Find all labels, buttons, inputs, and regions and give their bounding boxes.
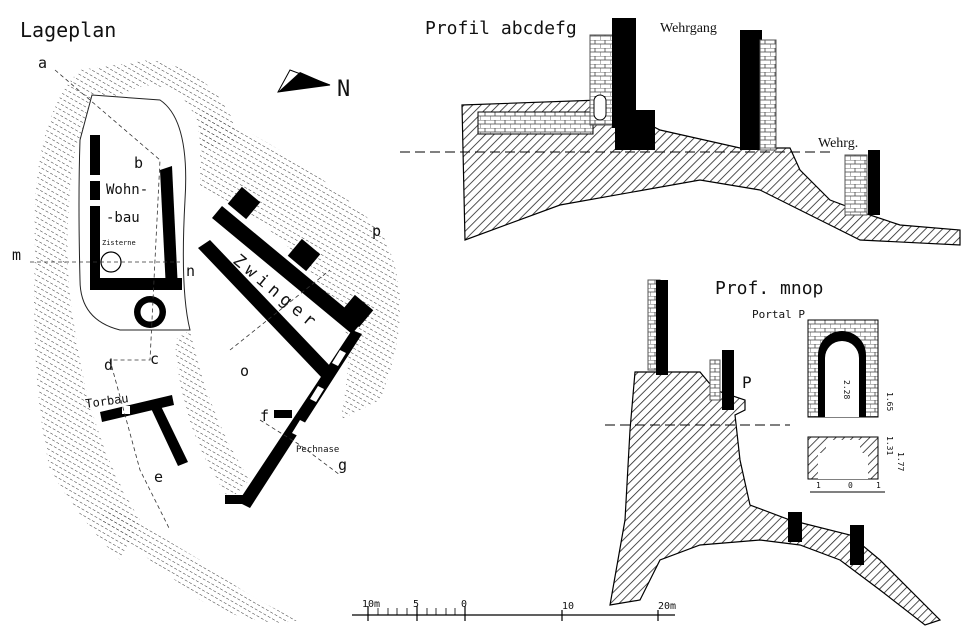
portal-height-dim: 2.28 — [842, 380, 851, 399]
point-g: g — [338, 456, 347, 474]
portal-plan-dim-2: 1.77 — [896, 452, 905, 471]
terrain-slope-south — [175, 330, 250, 500]
residential-building: Wohn- -bau Zisterne — [90, 135, 182, 290]
section-lines — [30, 69, 341, 531]
portal-plan-dim: 1.31 — [885, 436, 894, 455]
point-p: p — [372, 222, 381, 240]
section-point-labels: a b c d e f g m n o p — [12, 54, 381, 486]
zwinger: Zwinger — [198, 186, 374, 508]
portal-marker: P — [742, 373, 752, 392]
walkway-short-label: Wehrg. — [818, 136, 858, 151]
scale-bar — [352, 606, 675, 621]
profile-mnop: Prof. mnop P — [605, 278, 942, 626]
scale-label-10m: 10m — [362, 599, 380, 610]
point-c: c — [150, 350, 159, 368]
portal-scale-1: 1 — [816, 481, 821, 490]
walkway-label: Wehrgang — [660, 21, 717, 36]
point-d: d — [104, 356, 113, 374]
portal-side-dim: 1.65 — [885, 392, 894, 411]
site-plan-title: Lageplan — [20, 18, 116, 42]
north-arrow-icon: N — [277, 69, 350, 102]
profile-1-title: Profil abcdefg — [425, 18, 577, 39]
portal-scale-1b: 1 — [876, 481, 881, 490]
site-plan: Lageplan Wohn- -bau Zisterne — [12, 18, 400, 623]
scale-label-20m: 20m — [658, 601, 676, 612]
gatehouse: Torbau — [84, 391, 188, 466]
profile-2-title: Prof. mnop — [715, 278, 823, 299]
profile-abcdefg: Profil abcdefg Wehrgang Wehrg. — [400, 18, 961, 246]
point-b: b — [134, 154, 143, 172]
residential-label-2: -bau — [106, 210, 140, 226]
scale-label-5: 5 — [413, 599, 419, 610]
portal-title: Portal P — [752, 308, 805, 321]
north-label: N — [337, 77, 350, 102]
scale-label-10: 10 — [562, 601, 574, 612]
residential-label-1: Wohn- — [106, 182, 148, 198]
scale-labels: 10m 5 0 10 20m — [362, 599, 676, 612]
portal-scale-0: 0 — [848, 481, 853, 490]
point-f: f — [260, 407, 269, 425]
scale-label-0: 0 — [461, 599, 467, 610]
point-e: e — [154, 468, 163, 486]
terrain-slope-bottom — [100, 505, 300, 623]
point-o: o — [240, 362, 249, 380]
point-n: n — [186, 262, 195, 280]
gatehouse-label: Torbau — [84, 391, 129, 411]
portal-detail: Portal P 2.28 1.65 1.31 1.77 1 0 1 — [752, 308, 905, 493]
tower-wall — [612, 18, 636, 128]
machicolation-label: Pechnase — [296, 445, 339, 455]
point-a: a — [38, 54, 47, 72]
terrain-slope-west — [34, 60, 240, 560]
point-m: m — [12, 246, 21, 264]
cistern-label: Zisterne — [102, 239, 136, 247]
